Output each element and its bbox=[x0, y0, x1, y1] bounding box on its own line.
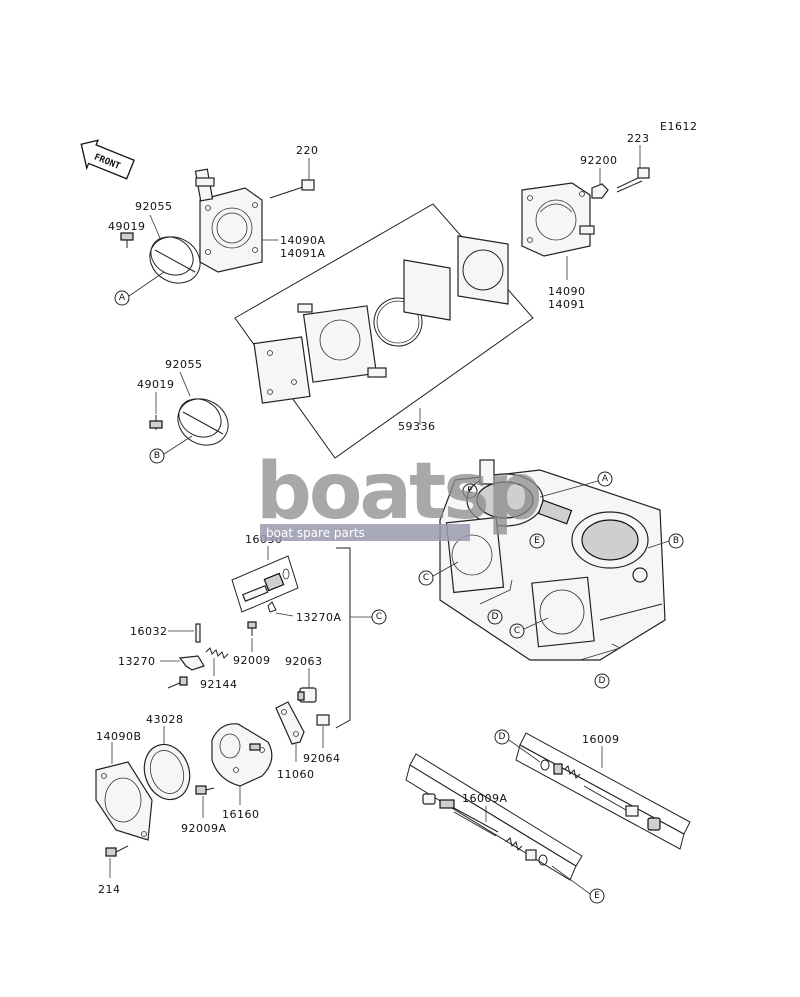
screw-49019-lower bbox=[149, 415, 163, 430]
label-49019-lower: 49019 bbox=[137, 378, 175, 391]
label-14090b: 14090B bbox=[96, 730, 142, 743]
spring-92144 bbox=[205, 647, 229, 659]
screw-92009 bbox=[247, 621, 257, 636]
label-16009: 16009 bbox=[582, 733, 620, 746]
label-223: 223 bbox=[627, 132, 650, 145]
label-92200: 92200 bbox=[580, 154, 618, 167]
callout-a-left: A bbox=[119, 293, 126, 303]
label-11060: 11060 bbox=[277, 768, 315, 781]
label-92009a: 92009A bbox=[181, 822, 227, 835]
label-92055-upper: 92055 bbox=[135, 200, 173, 213]
callout-a-right: A bbox=[602, 474, 609, 484]
pin-16032 bbox=[195, 623, 201, 643]
label-92064: 92064 bbox=[303, 752, 341, 765]
cover-16160 bbox=[211, 723, 273, 787]
label-14091a: 14091A bbox=[280, 247, 326, 260]
adjuster-kit-16009 bbox=[515, 732, 691, 850]
label-220: 220 bbox=[296, 144, 319, 157]
callout-b-left: B bbox=[154, 451, 160, 461]
label-16160: 16160 bbox=[222, 808, 260, 821]
label-92144: 92144 bbox=[200, 678, 238, 691]
front-arrow-icon: FRONT bbox=[80, 139, 135, 180]
callout-e-3: E bbox=[594, 891, 600, 901]
callout-c-2: C bbox=[514, 626, 520, 636]
label-43028: 43028 bbox=[146, 713, 184, 726]
label-92063: 92063 bbox=[285, 655, 323, 668]
screw-92064 bbox=[316, 714, 330, 726]
screw-small-left bbox=[167, 676, 188, 689]
label-14090a: 14090A bbox=[280, 234, 326, 247]
callout-d-1: D bbox=[492, 612, 499, 622]
clip-13270a bbox=[267, 601, 277, 613]
gasket-kit-box-59336 bbox=[234, 203, 534, 459]
screw-223 bbox=[616, 167, 650, 193]
callout-e-1: E bbox=[467, 486, 473, 496]
cover-plate-14090a bbox=[194, 168, 263, 273]
gasket-92055-lower bbox=[177, 398, 229, 446]
label-14091: 14091 bbox=[548, 298, 586, 311]
callout-b-right: B bbox=[673, 536, 679, 546]
label-214: 214 bbox=[98, 883, 121, 896]
watermark-brand: boatsp bbox=[256, 447, 540, 537]
adjuster-kit-16009a bbox=[405, 753, 583, 881]
lever-13270 bbox=[178, 655, 205, 671]
bolt-92063 bbox=[297, 687, 317, 703]
label-59336: 59336 bbox=[398, 420, 436, 433]
needle-box-16030 bbox=[231, 555, 299, 613]
gasket-14090b bbox=[95, 761, 153, 841]
washer-92200 bbox=[591, 183, 609, 199]
label-16032: 16032 bbox=[130, 625, 168, 638]
label-14090: 14090 bbox=[548, 285, 586, 298]
label-16009a: 16009A bbox=[462, 792, 508, 805]
callout-e-2: E bbox=[534, 536, 540, 546]
callout-c-1: C bbox=[423, 573, 429, 583]
label-13270: 13270 bbox=[118, 655, 156, 668]
label-13270a: 13270A bbox=[296, 611, 342, 624]
callout-d-3: D bbox=[499, 732, 506, 742]
gasket-92055-upper bbox=[149, 236, 201, 284]
screw-49019-upper bbox=[120, 232, 134, 248]
watermark-logo: boatsp boat spare parts bbox=[256, 447, 543, 541]
screw-92009a bbox=[195, 785, 215, 795]
callout-c-3: C bbox=[376, 612, 382, 622]
screw-214 bbox=[105, 845, 129, 857]
throttle-body-assembly bbox=[439, 459, 666, 661]
watermark-sub: boat spare parts bbox=[266, 526, 365, 540]
diaphragm-43028 bbox=[143, 743, 191, 801]
screw-220 bbox=[269, 179, 315, 199]
label-49019-upper: 49019 bbox=[108, 220, 146, 233]
callout-d-2: D bbox=[599, 676, 606, 686]
bracket-11060 bbox=[275, 701, 305, 745]
watermark-sub-bar bbox=[260, 524, 470, 541]
cover-plate-14090 bbox=[521, 182, 595, 257]
label-92009: 92009 bbox=[233, 654, 271, 667]
diagram-code: E1612 bbox=[660, 120, 697, 133]
label-92055-lower: 92055 bbox=[165, 358, 203, 371]
